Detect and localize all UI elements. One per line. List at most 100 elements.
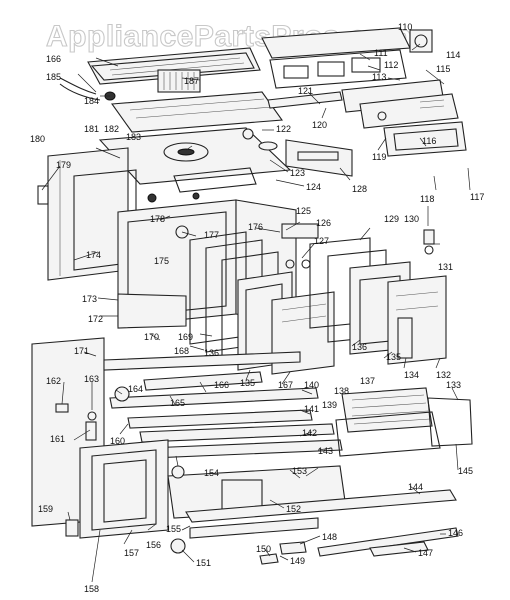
callout-130: 130 bbox=[404, 214, 419, 224]
callout-177: 177 bbox=[204, 230, 219, 240]
callout-162: 162 bbox=[46, 376, 61, 386]
callout-120: 120 bbox=[312, 120, 327, 130]
callout-184: 184 bbox=[84, 96, 99, 106]
callout-160: 160 bbox=[110, 436, 125, 446]
bottom-rails-part bbox=[317, 527, 459, 557]
side-panel-bracket-part bbox=[285, 139, 353, 177]
callout-149: 149 bbox=[290, 556, 305, 566]
callout-153: 153 bbox=[292, 466, 307, 476]
callout-138: 138 bbox=[334, 386, 349, 396]
callout-181: 181 bbox=[84, 124, 99, 134]
callout-156: 156 bbox=[146, 540, 161, 550]
callout-170: 170 bbox=[144, 332, 159, 342]
leader-lines bbox=[41, 43, 471, 583]
drawer-frame-part bbox=[79, 439, 169, 539]
callout-150: 150 bbox=[256, 544, 271, 554]
callout-168: 168 bbox=[174, 346, 189, 356]
callout-118: 118 bbox=[420, 194, 434, 204]
thermostat-control-part bbox=[409, 29, 433, 53]
callout-137: 137 bbox=[360, 376, 375, 386]
callout-125: 125 bbox=[296, 206, 311, 216]
callout-161: 161 bbox=[50, 434, 65, 444]
callout-117: 117 bbox=[470, 192, 484, 202]
callout-182: 182 bbox=[104, 124, 119, 134]
igniter-part bbox=[242, 128, 278, 151]
callout-166-top: 166 bbox=[46, 54, 61, 64]
callout-112: 112 bbox=[384, 60, 398, 70]
drawer-bottom-part bbox=[185, 489, 457, 539]
callout-144: 144 bbox=[408, 482, 423, 492]
callout-164: 164 bbox=[128, 384, 143, 394]
callout-172: 172 bbox=[88, 314, 103, 324]
lower-oven-door-assembly bbox=[309, 237, 447, 365]
callout-176: 176 bbox=[248, 222, 263, 232]
callout-152: 152 bbox=[286, 504, 301, 514]
callout-146: 146 bbox=[448, 528, 463, 538]
callout-157: 157 bbox=[124, 548, 139, 558]
callout-136-right: 136 bbox=[352, 342, 367, 352]
callout-183: 183 bbox=[126, 132, 141, 142]
cooktop-top-panel bbox=[87, 47, 261, 85]
broiler-pan-part bbox=[335, 387, 473, 457]
callout-124: 124 bbox=[306, 182, 321, 192]
callout-151: 151 bbox=[196, 558, 211, 568]
backguard-top-part bbox=[261, 27, 411, 89]
callout-123: 123 bbox=[290, 168, 305, 178]
callout-128: 128 bbox=[352, 184, 367, 194]
callout-185: 185 bbox=[46, 72, 61, 82]
callout-110: 110 bbox=[398, 22, 412, 32]
callout-114: 114 bbox=[446, 50, 460, 60]
oven-lower-frame-part bbox=[117, 293, 187, 329]
callout-135-left: 135 bbox=[240, 378, 255, 388]
oven-light-socket-part bbox=[423, 229, 435, 255]
callout-122: 122 bbox=[276, 124, 291, 134]
callout-134: 134 bbox=[404, 370, 419, 380]
callout-113: 113 bbox=[372, 72, 386, 82]
callout-171: 171 bbox=[74, 346, 89, 356]
callout-175: 175 bbox=[154, 256, 169, 266]
callout-147: 147 bbox=[418, 548, 433, 558]
callout-131: 131 bbox=[438, 262, 453, 272]
callout-154: 154 bbox=[204, 468, 219, 478]
callout-148: 148 bbox=[322, 532, 337, 542]
callout-178: 178 bbox=[150, 214, 165, 224]
callout-119: 119 bbox=[372, 152, 386, 162]
callout-145: 145 bbox=[458, 466, 473, 476]
control-panel-part bbox=[341, 79, 459, 129]
left-outer-side-panel bbox=[37, 147, 129, 281]
oven-top-burner-box bbox=[98, 127, 292, 193]
callout-140: 140 bbox=[304, 380, 319, 390]
callout-121: 121 bbox=[298, 86, 313, 96]
callout-136-left: 136 bbox=[204, 348, 219, 358]
callout-163: 163 bbox=[84, 374, 99, 384]
callout-166-mid: 166 bbox=[214, 380, 229, 390]
callout-159: 159 bbox=[38, 504, 53, 514]
clock-lens-part bbox=[383, 121, 467, 157]
callout-135-right: 135 bbox=[386, 352, 401, 362]
callout-115: 115 bbox=[436, 64, 450, 74]
callout-126: 126 bbox=[316, 218, 331, 228]
callout-179: 179 bbox=[56, 160, 71, 170]
callout-167: 167 bbox=[278, 380, 293, 390]
small-hardware-parts bbox=[65, 519, 307, 565]
callout-127: 127 bbox=[314, 236, 329, 246]
vent-grille-part bbox=[157, 69, 201, 93]
callout-labels: 110 111 112 113 114 115 116 117 118 119 … bbox=[30, 22, 484, 594]
main-top-panel bbox=[110, 91, 284, 133]
broiler-rails bbox=[103, 351, 343, 459]
callout-174: 174 bbox=[86, 250, 101, 260]
callout-169: 169 bbox=[178, 332, 193, 342]
rear-top-rail-part bbox=[267, 91, 343, 109]
callout-111: 111 bbox=[374, 48, 388, 58]
callout-139-top: 139 bbox=[322, 400, 337, 410]
callout-116: 116 bbox=[422, 136, 436, 146]
callout-173: 173 bbox=[82, 294, 97, 304]
callout-143: 143 bbox=[318, 446, 333, 456]
callout-133: 133 bbox=[446, 380, 461, 390]
callout-187: 187 bbox=[184, 76, 199, 86]
callout-180: 180 bbox=[30, 134, 45, 144]
callout-155: 155 bbox=[166, 524, 181, 534]
callout-132: 132 bbox=[436, 370, 451, 380]
callout-142: 142 bbox=[302, 428, 317, 438]
